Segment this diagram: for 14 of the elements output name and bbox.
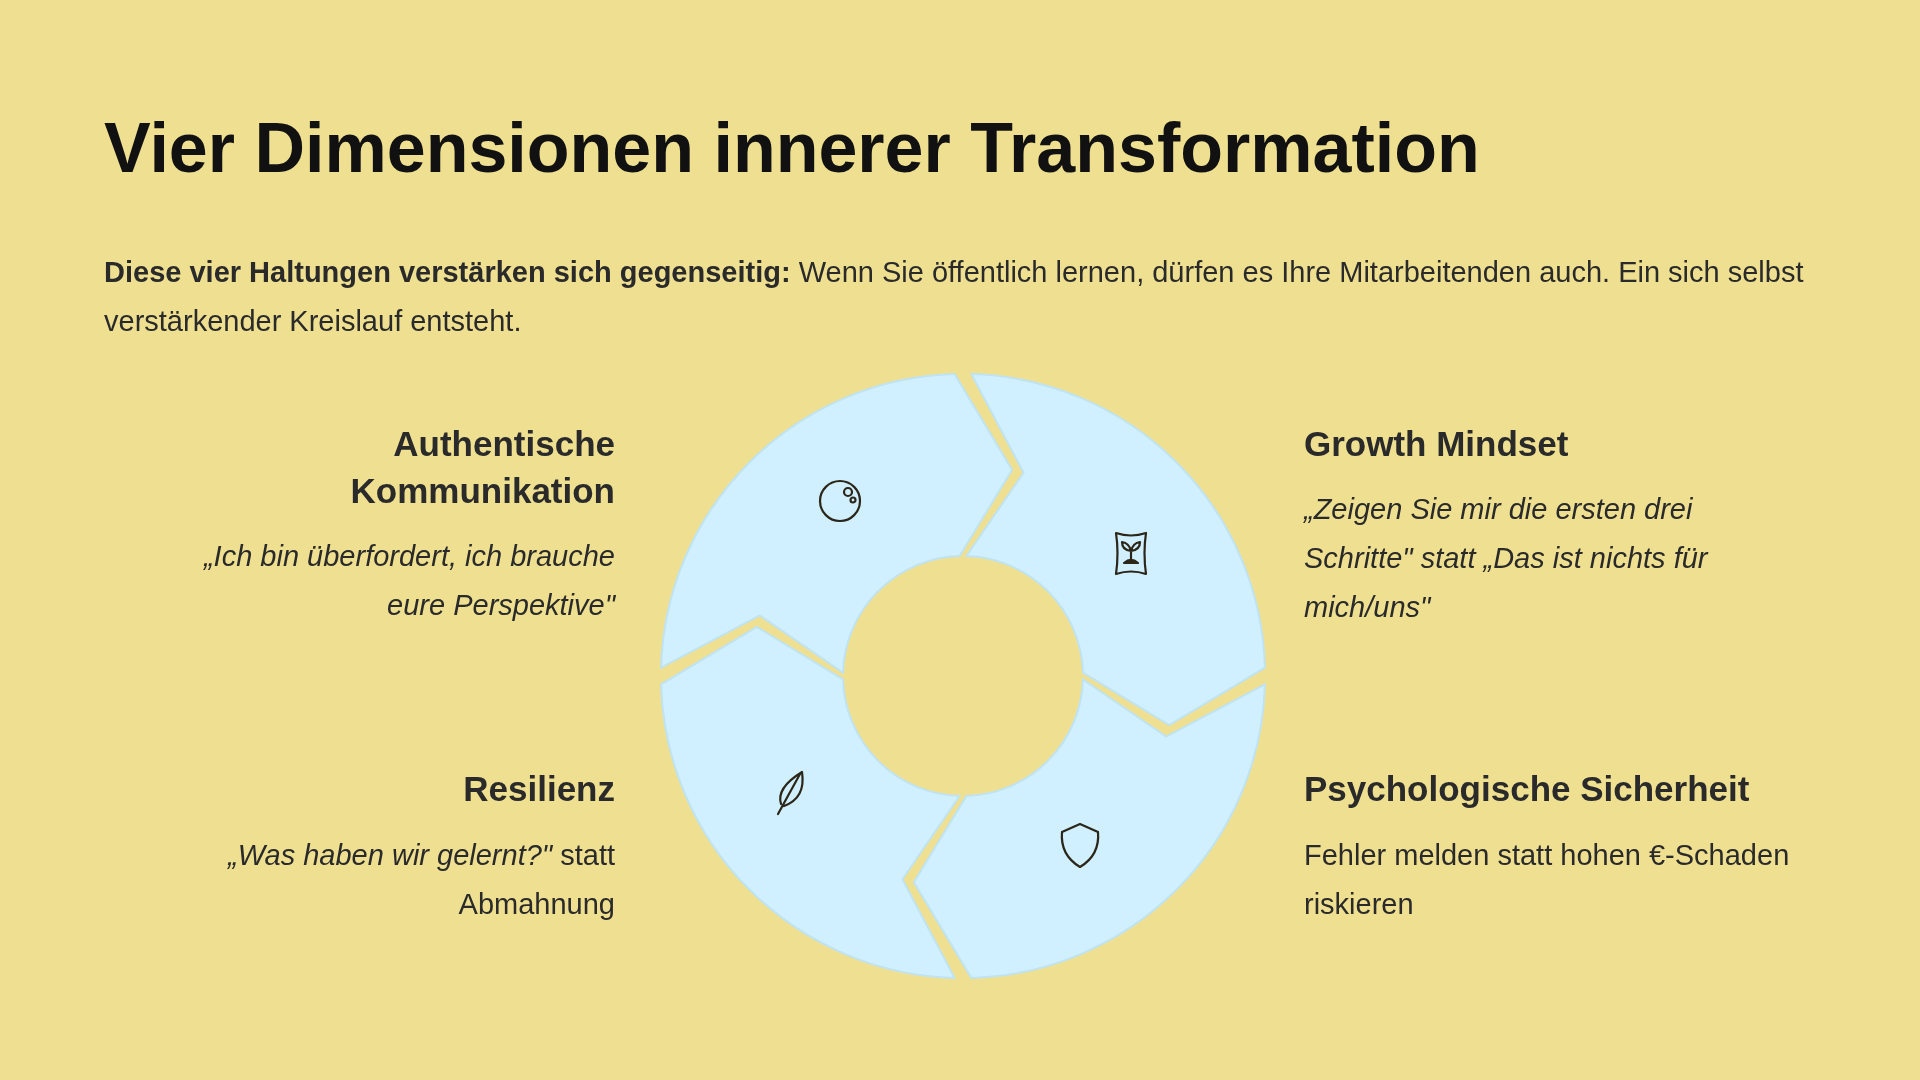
cycle-segment xyxy=(965,373,1266,727)
dimension-heading: Authentische Kommunikation xyxy=(349,423,615,512)
dimension-quote: „Was haben wir gelernt?" statt Abmahnung xyxy=(226,838,615,922)
intro-paragraph: Diese vier Haltungen verstärken sich gegenseitig: Wenn Sie öffentlich lernen, dürfen es Ihre Mitarbeitenden auch. Ein sich selbst verstärkender Kreislauf entsteht. xyxy=(104,255,1805,339)
dimension-heading: Resilienz xyxy=(462,768,615,810)
dimension-heading: Psychologische Sicherheit xyxy=(1304,768,1751,810)
dimension-quote: „Zeigen Sie mir die ersten drei Schritte" statt „Das ist nichts für mich/uns" xyxy=(1304,492,1710,625)
cycle-segment xyxy=(912,678,1266,979)
dimension-quote: „Ich bin überfordert, ich brauche eure Perspektive" xyxy=(202,539,615,623)
title: Vier Dimensionen innerer Transformation xyxy=(104,108,1480,188)
dimension-heading: Growth Mindset xyxy=(1304,423,1570,465)
cycle-segment xyxy=(660,373,1014,674)
dimension-quote: Fehler melden statt hohen €-Schaden riskieren xyxy=(1304,838,1791,922)
cycle-segment xyxy=(660,625,961,979)
